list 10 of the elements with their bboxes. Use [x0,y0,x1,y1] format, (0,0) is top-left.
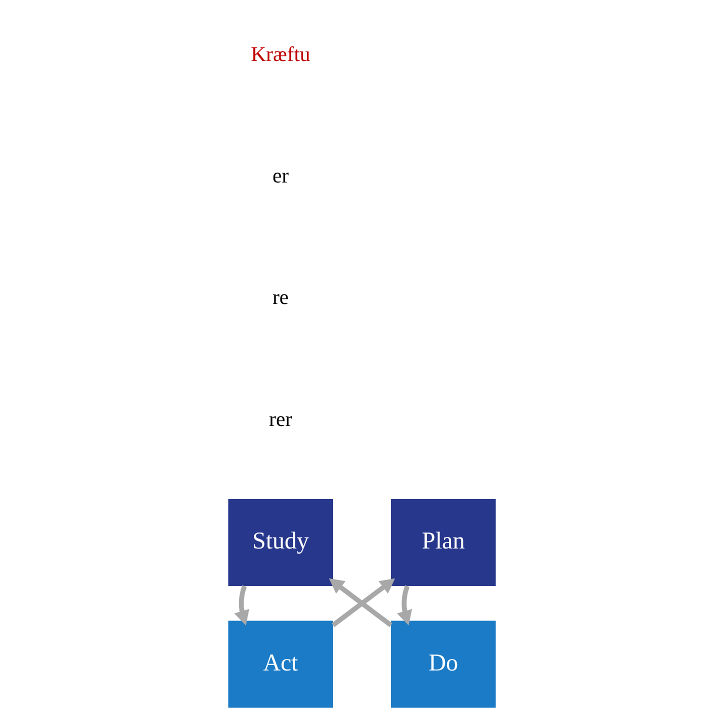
label: re [272,285,289,310]
node-box: Study [228,499,333,586]
arrow [234,585,250,626]
label: er [272,164,289,188]
node-box: Do [391,620,496,708]
node-box: Plan [391,499,496,586]
arrow [397,585,412,626]
node-box: Act [228,620,333,708]
label: rer [268,406,292,431]
label: Kræftu [250,42,310,66]
